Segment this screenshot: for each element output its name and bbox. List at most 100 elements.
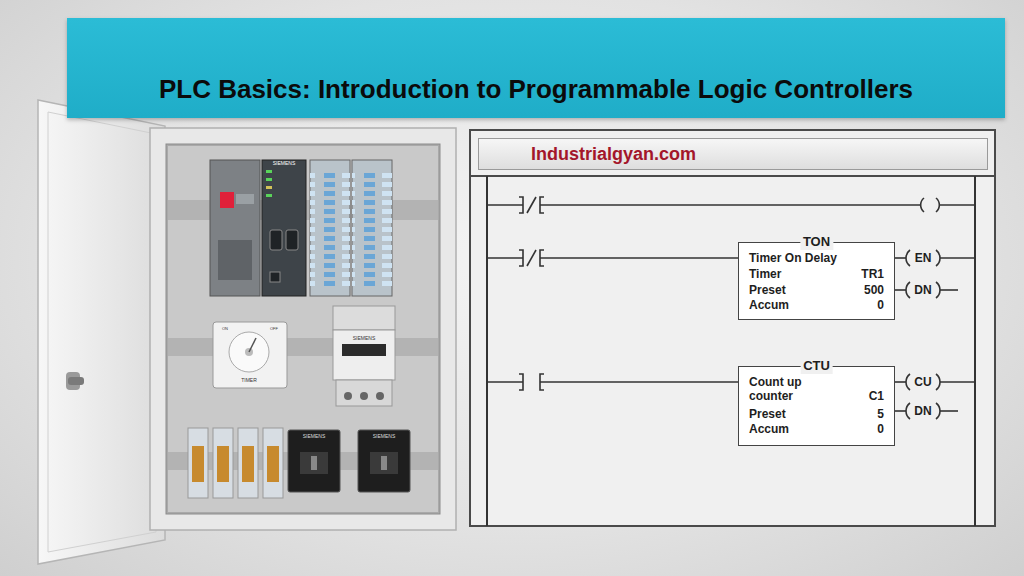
ladder-rung: [487, 250, 975, 298]
block-text: Count up counter: [749, 376, 821, 404]
plc-cpu: [266, 178, 272, 181]
header-bar: Industrialgyan.com: [478, 138, 988, 170]
plc-power-supply: [220, 192, 234, 208]
counter-unit: [360, 392, 368, 400]
brand-mark: SIEMENS: [273, 161, 296, 166]
block-text: Preset: [749, 408, 786, 422]
contactor: [311, 456, 317, 470]
cabinet-door: [38, 100, 165, 564]
plc-cpu: [262, 160, 306, 296]
ladder-panel: [470, 130, 995, 526]
ladder-rung: [940, 289, 958, 291]
block-text: Industrialgyan.com: [531, 144, 696, 165]
coil-label: DN: [914, 284, 931, 296]
ladder-rung: [487, 381, 523, 383]
plc-power-supply: [236, 194, 254, 204]
ladder-rung: [936, 282, 940, 298]
ladder-rung: [540, 204, 921, 206]
block-text: Preset: [749, 284, 786, 298]
ladder-rung: [519, 374, 523, 390]
relay: [267, 446, 279, 482]
contactor: [288, 430, 410, 492]
plc-cpu: [266, 170, 272, 173]
brand-mark: SIEMENS: [303, 434, 326, 439]
ladder-rung: [487, 374, 975, 419]
ladder-rung: [906, 250, 910, 266]
ladder-rung: [936, 374, 940, 390]
ladder-rung: [906, 282, 910, 298]
plc-power-supply: [218, 240, 252, 280]
cabinet-door: [38, 100, 165, 564]
relay: [217, 446, 229, 482]
relay: [192, 446, 204, 482]
counter-unit: [333, 330, 395, 380]
relay: [242, 446, 254, 482]
ladder-rung: [936, 198, 939, 212]
cabinet-body: [166, 144, 440, 514]
counter-block: CTUCount up counterC1Preset5Accum0: [738, 366, 895, 446]
cabinet-body: [168, 146, 438, 512]
plc-cpu: [270, 272, 280, 282]
contactor: [370, 452, 398, 474]
block-text: Timer: [749, 268, 781, 282]
ladder-rung: [895, 257, 906, 259]
device-label: TIMER: [241, 378, 257, 383]
ladder-rung: [936, 403, 940, 419]
counter-unit: [376, 392, 384, 400]
ladder-rung: [487, 197, 975, 213]
ladder-rung: [540, 257, 738, 259]
contactor: [381, 456, 387, 470]
coil-label: DN: [914, 405, 931, 417]
ladder-rung: [519, 197, 523, 213]
ladder-rung: [527, 197, 536, 213]
ladder-rung: [895, 381, 906, 383]
plc-io-module: [310, 172, 350, 290]
timer-relay: [213, 322, 287, 388]
plc-power-supply: [210, 160, 260, 296]
ladder-rails: [487, 176, 975, 526]
ladder-rung: [921, 198, 924, 212]
brand-mark: SIEMENS: [353, 336, 376, 341]
plc-cpu: [270, 230, 282, 250]
ladder-rung: [906, 374, 910, 390]
block-text: 0: [877, 299, 884, 313]
block-text: 0: [877, 423, 884, 437]
ladder-rung: [487, 204, 523, 206]
ladder-rung: [895, 410, 906, 412]
counter-unit: [333, 306, 395, 406]
cabinet-door: [48, 112, 156, 552]
ladder-rung: [940, 204, 975, 206]
plc-power-supply: [210, 160, 260, 296]
relay: [213, 428, 233, 498]
ladder-rung: [895, 289, 906, 291]
timer-relay: [229, 332, 269, 372]
contactor: [358, 430, 410, 492]
plc-io-module: [352, 172, 392, 290]
plc-cpu: [262, 160, 306, 296]
ladder-rails: [974, 176, 976, 526]
ladder-rung: [940, 257, 975, 259]
plc-io-module: [310, 160, 350, 296]
cabinet-body: [150, 128, 456, 530]
counter-unit: [333, 306, 395, 330]
relay: [188, 428, 283, 498]
title-banner: PLC Basics: Introduction to Programmable…: [67, 18, 1005, 118]
block-text: 5: [877, 408, 884, 422]
ladder-panel: [470, 130, 995, 526]
ladder-rung: [906, 403, 910, 419]
block-text: TR1: [861, 268, 884, 282]
coil-label: CU: [914, 376, 931, 388]
dial-label: OFF: [270, 327, 278, 331]
block-text: Accum: [749, 299, 789, 313]
ladder-rung: [487, 257, 523, 259]
ladder-rung: [519, 250, 523, 266]
block-text: 500: [864, 284, 884, 298]
block-type: CTU: [800, 359, 833, 374]
plc-cpu: [266, 186, 272, 189]
cabinet-body: [150, 128, 456, 530]
brand-mark: SIEMENS: [373, 434, 396, 439]
relay: [238, 428, 258, 498]
contactor: [300, 452, 328, 474]
block-text: C1: [869, 390, 884, 404]
plc-cpu: [266, 194, 272, 197]
